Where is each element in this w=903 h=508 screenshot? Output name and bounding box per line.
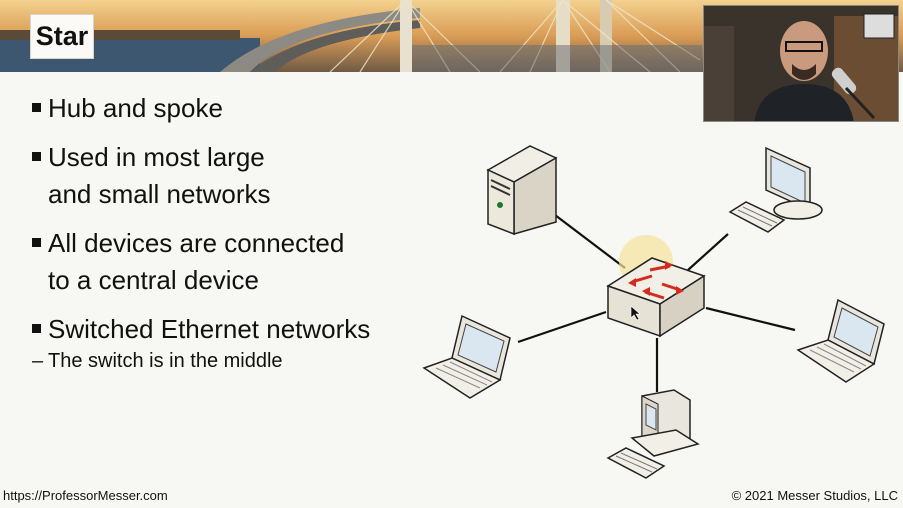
desktop-computer-icon <box>728 146 823 233</box>
bullet-item: Hub and spoke <box>30 90 430 127</box>
bullet-text: Hub and spoke <box>48 93 223 123</box>
bullet-square-icon <box>32 103 41 112</box>
laptop-icon <box>422 314 511 399</box>
bullet-text: Used in most large <box>48 142 265 172</box>
bullet-square-icon <box>32 324 41 333</box>
bullet-list: Hub and spoke Used in most large and sma… <box>30 90 430 374</box>
network-links <box>517 214 796 392</box>
switch-icon <box>606 235 706 338</box>
slide-title: Star <box>35 21 89 51</box>
footer-website: https://ProfessorMesser.com <box>3 488 168 503</box>
sub-bullet-text: The switch is in the middle <box>48 350 283 372</box>
bullet-item: Switched Ethernet networks <box>30 311 430 348</box>
bullet-square-icon <box>32 152 41 161</box>
presenter-webcam <box>703 5 899 122</box>
bullet-text-continued: and small networks <box>48 179 271 209</box>
bullet-text: Switched Ethernet networks <box>48 314 371 344</box>
bullet-text-continued: to a central device <box>48 265 260 295</box>
bullet-item: Used in most large and small networks <box>30 139 430 213</box>
sub-bullet-item: – The switch is in the middle <box>30 348 430 374</box>
slide-title-box: Star <box>30 14 94 59</box>
mouse-cursor-icon <box>630 305 641 321</box>
workstation-icon <box>606 389 700 479</box>
laptop-icon <box>796 298 885 383</box>
star-topology-diagram <box>422 145 885 479</box>
bullet-square-icon <box>32 238 41 247</box>
bullet-item: All devices are connected to a central d… <box>30 225 430 299</box>
footer-copyright: © 2021 Messer Studios, LLC <box>731 488 898 503</box>
sub-bullet-dash: – <box>32 350 44 372</box>
bullet-text: All devices are connected <box>48 228 345 258</box>
server-icon <box>486 145 558 236</box>
